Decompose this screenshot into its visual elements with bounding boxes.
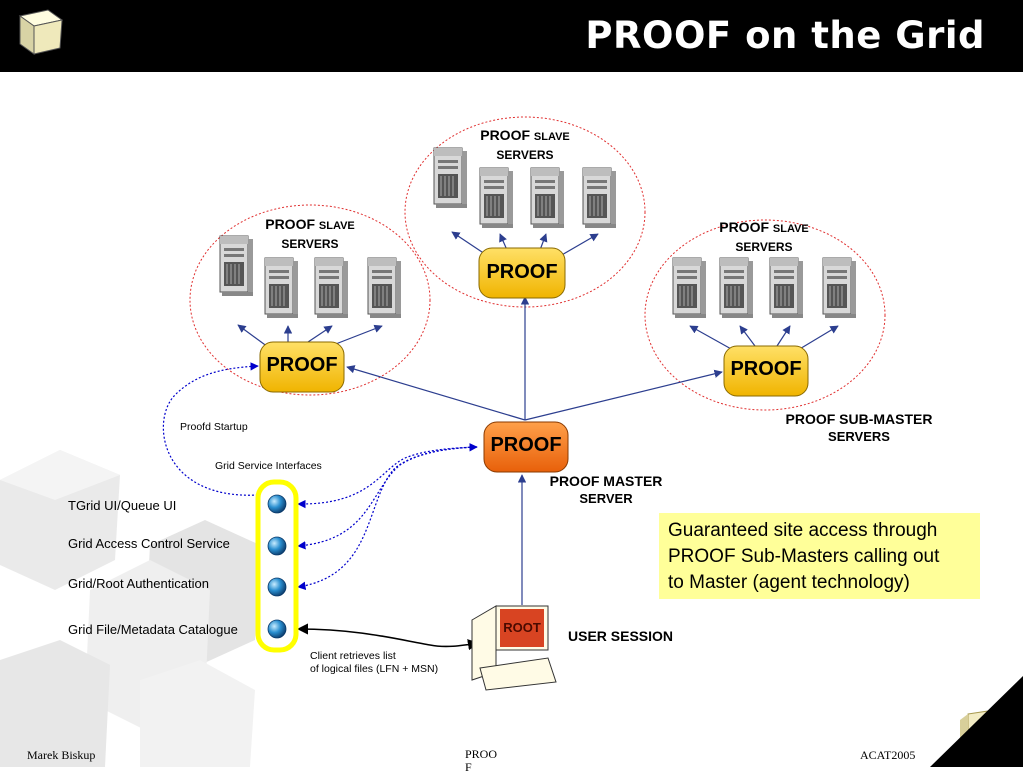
master-arrows	[346, 296, 723, 605]
corner-triangle	[930, 676, 1023, 767]
grid-service-arrows	[297, 443, 478, 590]
service-label: Grid/Root Authentication	[68, 576, 209, 591]
grid-service-interfaces-label: Grid Service Interfaces	[215, 460, 322, 472]
slave-group-circle	[189, 204, 431, 396]
service-label: TGrid UI/Queue UI	[68, 498, 177, 513]
note-line: PROOF Sub-Masters calling out	[668, 546, 940, 567]
cube-logo-icon	[18, 9, 64, 55]
client-retrieves-arrow	[296, 623, 480, 651]
slave-group-circle	[644, 219, 886, 411]
slide-header	[0, 0, 1023, 72]
footer-author: Marek Biskup	[27, 748, 96, 762]
proof-node-master-label: PROOF	[490, 434, 562, 456]
service-label: Grid File/Metadata Catalogue	[68, 622, 238, 637]
slide-title: PROOF on the Grid	[585, 14, 985, 57]
note-line: Guaranteed site access through	[668, 520, 938, 541]
user-computer-icon	[471, 605, 557, 691]
footer-conference: ACAT2005	[860, 748, 916, 762]
page-number: 24	[975, 726, 995, 745]
proof-node-top	[478, 247, 566, 299]
decorative-cubes	[0, 450, 260, 767]
server-icons-right	[672, 257, 857, 319]
note-line: to Master (agent technology)	[668, 572, 910, 593]
proof-node-master	[483, 421, 569, 473]
proof-node-right	[723, 345, 809, 397]
proof-node-left-label: PROOF	[266, 354, 338, 376]
slave-arrows	[237, 231, 839, 351]
interface-balls	[267, 494, 287, 639]
user-session-label: USER SESSION	[568, 628, 674, 644]
note-box: Guaranteed site access through PROOF Sub…	[659, 513, 980, 599]
proofd-startup-label: Proofd Startup	[180, 421, 248, 433]
proof-node-right-label: PROOF	[730, 358, 802, 380]
proof-node-left	[259, 341, 345, 393]
proof-node-top-label: PROOF	[486, 261, 558, 283]
service-label: Grid Access Control Service	[68, 536, 230, 551]
grid-interface-outline	[255, 479, 299, 653]
root-logo: ROOT	[503, 620, 541, 635]
proofd-startup-arrow	[162, 362, 259, 496]
